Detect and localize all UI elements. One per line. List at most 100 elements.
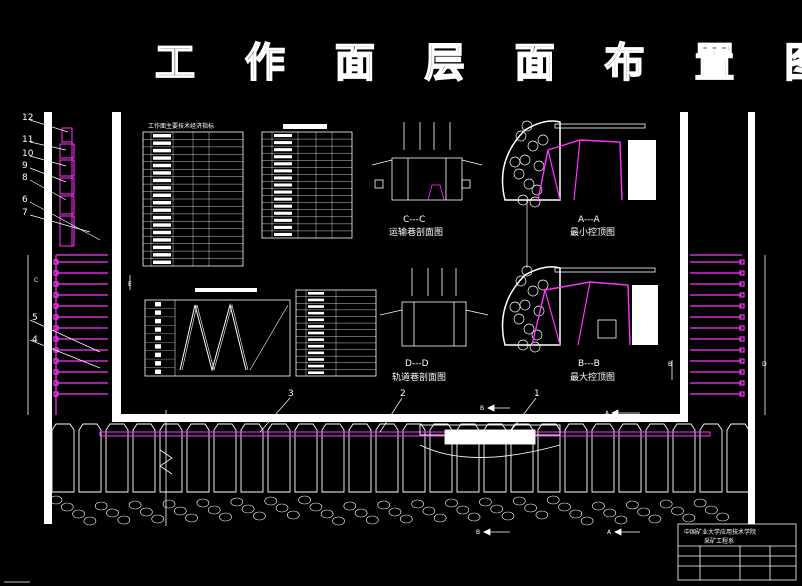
table-tech-indicators: 工作面主要技术经济指标: [142, 122, 244, 267]
title-block: [677, 523, 797, 581]
left-support-stack: [59, 127, 75, 247]
support-unit: [348, 423, 372, 493]
section-d-label: D---D: [405, 359, 429, 369]
cell-fill: [274, 183, 292, 187]
support-unit: [132, 423, 156, 493]
right-bolt-head: [739, 325, 745, 331]
gob-stone: [501, 511, 515, 521]
cycle-curve: [179, 303, 247, 372]
cell-fill: [308, 331, 324, 335]
support-unit: [51, 423, 75, 493]
gob-stone: [162, 499, 176, 509]
right-roadway-bolts: [690, 254, 745, 397]
support-unit: [78, 423, 102, 493]
gob-stone: [524, 503, 537, 513]
arrow-b-top: B: [480, 405, 484, 412]
support-unit: [672, 423, 696, 493]
marker-d: D: [762, 361, 767, 368]
gob-stone: [580, 516, 594, 526]
rock: [537, 279, 549, 291]
gob-stone: [467, 512, 481, 522]
cell-fill: [155, 335, 161, 341]
gob-stone: [366, 515, 379, 525]
gob-stone: [705, 505, 718, 515]
gob-stone: [61, 502, 74, 512]
rock: [509, 156, 521, 168]
cell-fill: [155, 361, 161, 366]
cell-fill: [274, 134, 292, 138]
section-b-caption: 最大控顶图: [570, 371, 615, 383]
marker-e: E: [128, 281, 132, 288]
rock: [517, 194, 529, 206]
cell-fill: [153, 208, 171, 212]
right-bolt-head: [739, 391, 745, 397]
section-a-label: A---A: [578, 215, 601, 225]
arrow-b-bottom: B: [476, 529, 480, 536]
arrow-a-top: A: [605, 410, 610, 417]
gob-stone: [354, 508, 368, 518]
gob-stone: [411, 499, 424, 509]
section-d-d: [379, 268, 489, 347]
label-5: 5: [32, 313, 38, 323]
cell-fill: [153, 193, 171, 197]
cell-fill: [153, 201, 171, 205]
gob-rubble: [49, 495, 730, 526]
cell-fill: [153, 134, 171, 138]
support-unit: [213, 423, 237, 493]
workface-frame: [44, 112, 755, 524]
cell-fill: [308, 344, 324, 348]
rock: [533, 160, 545, 172]
cell-fill: [274, 162, 292, 166]
gob-stone: [174, 506, 187, 516]
rock: [523, 178, 535, 190]
gob-stone: [298, 495, 311, 505]
cell-fill: [308, 371, 324, 374]
right-bolt-head: [739, 314, 745, 320]
arrow-a-bottom: A: [607, 529, 612, 536]
gob-stone: [219, 512, 232, 522]
rock: [509, 301, 521, 313]
gob-stone: [535, 510, 549, 520]
drawing-title: 工 作 面 层 面 布 置 图: [155, 40, 802, 86]
support-unit: [375, 423, 399, 493]
hydraulic-supports-row: [51, 423, 750, 493]
cell-fill: [153, 171, 171, 175]
left-roadway-bolts: [53, 254, 108, 415]
gob-stone: [94, 501, 108, 511]
cell-fill: [274, 190, 292, 194]
gob-stone: [422, 506, 436, 516]
cell-fill: [308, 311, 324, 315]
label-1: 1: [534, 389, 540, 399]
gob-stone: [388, 507, 402, 517]
gob-stone: [399, 514, 413, 524]
gob-stone: [343, 501, 357, 511]
gob-stone: [456, 505, 470, 515]
table-labor: [295, 289, 377, 377]
gob-stone: [479, 497, 492, 507]
rock: [513, 168, 525, 180]
section-a-caption: 最小控顶图: [570, 226, 615, 238]
cell-fill: [274, 141, 292, 145]
cell-fill: [153, 245, 171, 250]
support-unit: [618, 423, 642, 493]
gob-stone: [671, 506, 684, 516]
right-bolt-head: [739, 281, 745, 287]
shearer: [419, 424, 561, 458]
rock: [531, 329, 543, 341]
gob-stone: [648, 514, 662, 524]
gob-stone: [230, 497, 244, 507]
cell-fill: [274, 211, 292, 215]
rock: [519, 154, 531, 166]
section-b-label: B---B: [578, 359, 600, 369]
rock: [521, 120, 533, 132]
label-6: 6: [22, 195, 28, 205]
right-bolt-head: [739, 336, 745, 342]
gob-stone: [377, 500, 391, 510]
title-block-line2: 采矿工程系: [704, 537, 734, 545]
label-10: 10: [22, 149, 34, 159]
section-c-c: [371, 122, 483, 201]
gob-stone: [512, 496, 526, 506]
label-7: 7: [22, 208, 28, 218]
support-unit: [537, 423, 561, 493]
